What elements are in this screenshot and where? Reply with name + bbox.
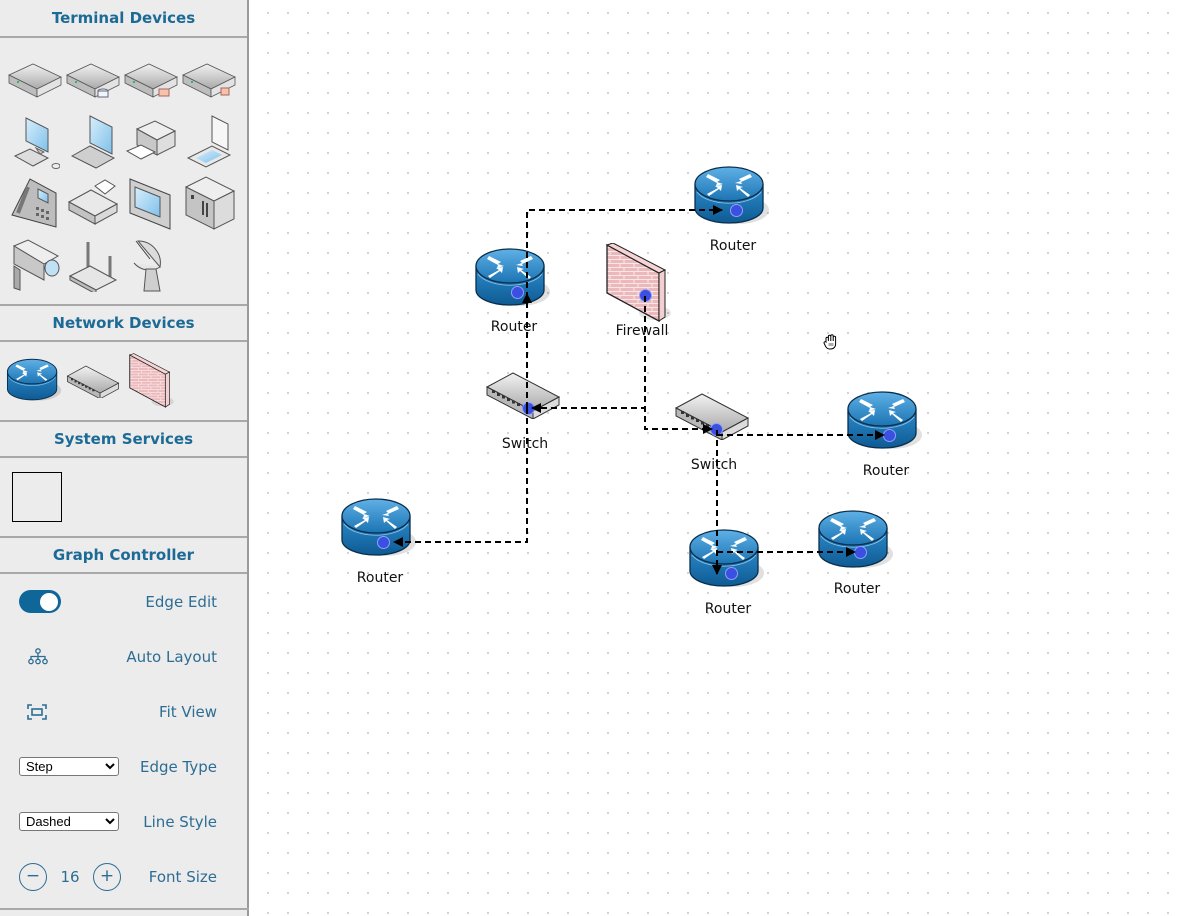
node-port[interactable] (377, 536, 390, 549)
decrease-font-button[interactable]: − (19, 862, 47, 891)
node-port[interactable] (883, 429, 896, 442)
satellite-dish-icon[interactable] (122, 233, 180, 294)
service-box-shape (12, 472, 62, 522)
firewall-icon[interactable] (122, 342, 180, 420)
font-size-value: 16 (60, 867, 80, 886)
node-port[interactable] (854, 546, 867, 559)
fax-icon[interactable] (64, 172, 122, 233)
server-icon[interactable] (6, 50, 64, 111)
node-port[interactable] (522, 402, 535, 415)
node-port[interactable] (725, 567, 738, 580)
font-size-stepper: − 16 + (19, 862, 121, 891)
section-header-terminal-devices: Terminal Devices (0, 0, 247, 38)
node-switch-2[interactable]: Switch (674, 390, 750, 473)
web-server-icon[interactable] (180, 50, 238, 111)
node-label: Router (704, 601, 752, 617)
router-icon (817, 508, 897, 574)
node-router-bottom-right[interactable]: Router (817, 508, 897, 597)
line-style-select[interactable]: Dashed (19, 812, 119, 831)
wireless-ap-icon[interactable] (64, 233, 122, 294)
tablet-terminal-icon[interactable] (122, 172, 180, 233)
node-firewall[interactable]: Firewall (603, 243, 673, 339)
node-router-left[interactable]: Router (474, 246, 554, 335)
node-port[interactable] (511, 286, 524, 299)
database-server-icon[interactable] (64, 50, 122, 111)
node-label: Router (356, 570, 404, 586)
edge-edit-label: Edge Edit (145, 592, 217, 611)
section-header-graph-controller: Graph Controller (0, 536, 247, 574)
fit-view-icon (27, 703, 47, 720)
font-size-label: Font Size (148, 867, 217, 886)
node-router-bottom-left[interactable]: Router (340, 496, 420, 586)
sidebar-bottom-divider (0, 908, 249, 910)
edge-type-select[interactable]: Step (19, 757, 119, 776)
mainframe-icon[interactable] (180, 172, 238, 233)
node-router-top[interactable]: Router (693, 164, 773, 254)
toggle-knob (40, 592, 58, 611)
hierarchy-icon (28, 647, 48, 664)
printer-icon[interactable] (122, 111, 180, 172)
fit-view-label: Fit View (159, 702, 217, 721)
font-size-row: − 16 + Font Size (0, 849, 247, 904)
edge-type-label: Edge Type (140, 757, 217, 776)
laptop-icon[interactable] (64, 111, 122, 172)
router-icon (688, 527, 768, 593)
auto-layout-row: Auto Layout (0, 629, 247, 684)
camera-icon[interactable] (6, 233, 64, 294)
node-label: Router (490, 319, 538, 335)
edge-type-row: Step Edge Type (0, 739, 247, 794)
blank-service-box[interactable] (8, 458, 66, 536)
router-icon (846, 389, 926, 455)
node-router-right[interactable]: Router (846, 389, 926, 479)
edge-edit-toggle[interactable] (19, 590, 61, 613)
node-label: Switch (501, 436, 549, 452)
edge-edit-row: Edge Edit (0, 574, 247, 629)
desktop-pc-icon[interactable] (6, 111, 64, 172)
grab-hand-icon (822, 333, 840, 355)
firewall-icon (603, 243, 673, 323)
fit-view-row: Fit View (0, 684, 247, 739)
system-services-palette (0, 458, 247, 536)
router-icon[interactable] (6, 342, 64, 420)
auto-layout-label: Auto Layout (126, 647, 217, 666)
scanner-icon[interactable] (180, 111, 238, 172)
node-switch-1[interactable]: Switch (485, 369, 561, 452)
router-icon (693, 164, 773, 230)
node-label: Switch (690, 457, 738, 473)
router-icon (474, 246, 554, 312)
node-router-bottom-mid[interactable]: Router (688, 527, 768, 617)
network-devices-palette (0, 342, 247, 420)
line-style-row: Dashed Line Style (0, 794, 247, 849)
terminal-devices-palette (0, 38, 247, 304)
node-label: Router (862, 463, 910, 479)
section-header-system-services: System Services (0, 420, 247, 458)
ip-phone-icon[interactable] (6, 172, 64, 233)
node-label: Router (833, 581, 881, 597)
node-port[interactable] (730, 204, 743, 217)
node-label: Firewall (615, 323, 669, 339)
line-style-label: Line Style (143, 812, 217, 831)
fit-view-button[interactable] (19, 703, 59, 720)
node-port[interactable] (710, 423, 723, 436)
switch-icon[interactable] (64, 342, 122, 420)
mail-server-icon[interactable] (122, 50, 180, 111)
node-port[interactable] (639, 289, 652, 302)
sidebar: Terminal Devices (0, 0, 249, 916)
node-label: Router (709, 238, 757, 254)
router-icon (340, 496, 420, 562)
auto-layout-button[interactable] (19, 647, 59, 666)
increase-font-button[interactable]: + (93, 862, 121, 891)
section-header-network-devices: Network Devices (0, 304, 247, 342)
